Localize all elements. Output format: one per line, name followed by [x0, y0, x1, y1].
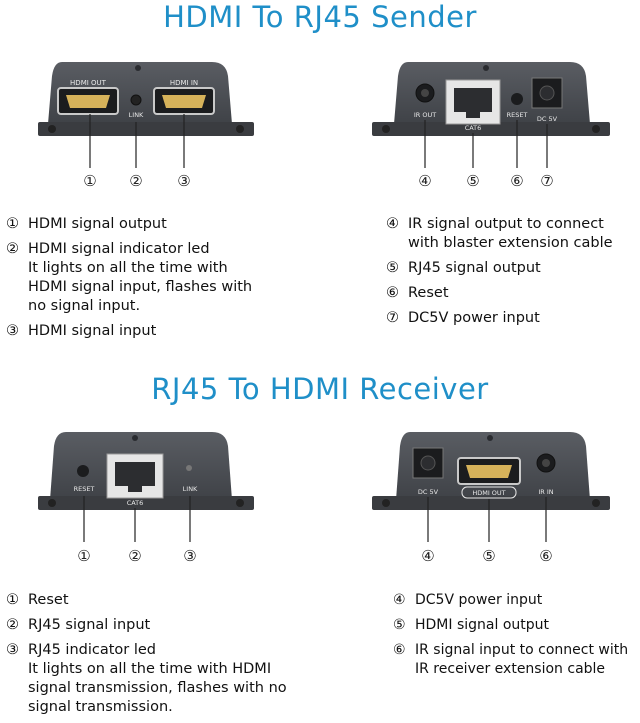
legend-item: ① HDMI signal output [6, 215, 256, 234]
legend-text: Reset [28, 592, 69, 608]
legend-num: ② [6, 241, 19, 257]
receiver-reset-button [77, 465, 89, 477]
receiver-callout-1: ① [77, 547, 90, 565]
legend-item: ④ DC5V power input [393, 591, 639, 610]
legend-item: ② HDMI signal indicator led It lights on a… [6, 240, 256, 316]
receiver-back-panel: DC 5V HDMI OUT IR IN [372, 432, 610, 510]
legend-item: ⑥ IR signal input to connect with IR recei… [393, 641, 639, 679]
sender-link-label: LINK [129, 111, 144, 119]
legend-text: HDMI signal output [415, 617, 550, 633]
legend-item: ⑥ Reset [386, 284, 636, 303]
sender-dc5v-label: DC 5V [537, 115, 558, 123]
legend-item: ⑦ DC5V power input [386, 309, 636, 328]
receiver-callout-2: ② [128, 547, 141, 565]
legend-text: IR signal input to connect with [415, 642, 629, 658]
sender-back-leaders [424, 120, 548, 168]
receiver-link-label: LINK [183, 485, 198, 493]
sender-legend-left: ① HDMI signal output ② HDMI signal indicat… [6, 215, 256, 347]
sender-legend-right: ④ IR signal output to connect with blaster… [386, 215, 636, 334]
legend-text: HDMI signal output [28, 216, 167, 232]
sender-front-panel: HDMI OUT LINK HDMI IN [38, 62, 254, 136]
receiver-link-led [186, 465, 192, 471]
receiver-legend-left: ① Reset ② RJ45 signal input ③ RJ45 indicato… [6, 591, 296, 723]
receiver-front-panel: RESET CAT6 LINK [38, 432, 254, 510]
sender-callout-1: ① [83, 172, 96, 190]
sender-callout-5: ⑤ [466, 172, 479, 190]
sender-cat6-label: CAT6 [465, 124, 482, 132]
sender-callout-7: ⑦ [540, 172, 553, 190]
legend-text: DC5V power input [415, 592, 543, 608]
sender-link-led [130, 94, 142, 106]
legend-item: ③ HDMI signal input [6, 322, 256, 341]
sender-front-leaders [89, 114, 185, 168]
sender-back-panel: IR OUT CAT6 RESET DC 5V [372, 62, 610, 136]
receiver-callout-6: ⑥ [539, 547, 552, 565]
legend-text: DC5V power input [408, 310, 540, 326]
legend-text: Reset [408, 285, 449, 301]
legend-text: RJ45 indicator led [28, 642, 157, 658]
legend-subtext: with blaster extension cable [408, 235, 613, 251]
legend-text: RJ45 signal input [28, 617, 151, 633]
receiver-back-leaders [427, 497, 547, 542]
receiver-title: RJ45 To HDMI Receiver [151, 372, 489, 406]
sender-reset-button [511, 93, 523, 105]
legend-num: ③ [6, 323, 19, 339]
receiver-front-leaders [83, 496, 191, 542]
legend-num: ⑤ [386, 260, 399, 276]
legend-num: ④ [393, 592, 406, 608]
legend-num: ① [6, 216, 19, 232]
sender-callout-2: ② [129, 172, 142, 190]
legend-num: ② [6, 617, 19, 633]
legend-num: ⑥ [386, 285, 399, 301]
sender-callout-4: ④ [418, 172, 431, 190]
legend-num: ⑤ [393, 617, 406, 633]
legend-text: HDMI signal input [28, 323, 157, 339]
legend-num: ⑥ [393, 642, 406, 658]
legend-num: ⑦ [386, 310, 399, 326]
legend-text: IR signal output to connect [408, 216, 604, 232]
legend-item: ⑤ HDMI signal output [393, 616, 639, 635]
receiver-callout-4: ④ [421, 547, 434, 565]
legend-item: ⑤ RJ45 signal output [386, 259, 636, 278]
legend-item: ③ RJ45 indicator led It lights on all the … [6, 641, 296, 717]
legend-num: ③ [6, 642, 19, 658]
legend-text: RJ45 signal output [408, 260, 541, 276]
legend-num: ① [6, 592, 19, 608]
legend-item: ② RJ45 signal input [6, 616, 296, 635]
sender-callout-6: ⑥ [510, 172, 523, 190]
sender-ir-out-label: IR OUT [414, 111, 436, 119]
receiver-callout-3: ③ [183, 547, 196, 565]
receiver-hdmi-out-label: HDMI OUT [472, 489, 505, 497]
sender-hdmi-in-label: HDMI IN [170, 79, 198, 87]
sender-callout-3: ③ [177, 172, 190, 190]
legend-item: ④ IR signal output to connect with blaster… [386, 215, 636, 253]
sender-title: HDMI To RJ45 Sender [163, 0, 477, 34]
sender-hdmi-out-label: HDMI OUT [70, 79, 107, 87]
legend-item: ① Reset [6, 591, 296, 610]
legend-subtext: It lights on all the time with HDMI sign… [28, 260, 253, 314]
legend-subtext: IR receiver extension cable [415, 661, 606, 677]
receiver-reset-label: RESET [74, 485, 95, 493]
receiver-dc5v-label: DC 5V [418, 488, 439, 496]
receiver-cat6-label: CAT6 [127, 499, 144, 507]
legend-num: ④ [386, 216, 399, 232]
receiver-callout-5: ⑤ [482, 547, 495, 565]
legend-subtext: It lights on all the time with HDMI sign… [28, 661, 287, 715]
legend-text: HDMI signal indicator led [28, 241, 210, 257]
receiver-ir-in-label: IR IN [538, 488, 553, 496]
sender-reset-label: RESET [507, 111, 528, 119]
